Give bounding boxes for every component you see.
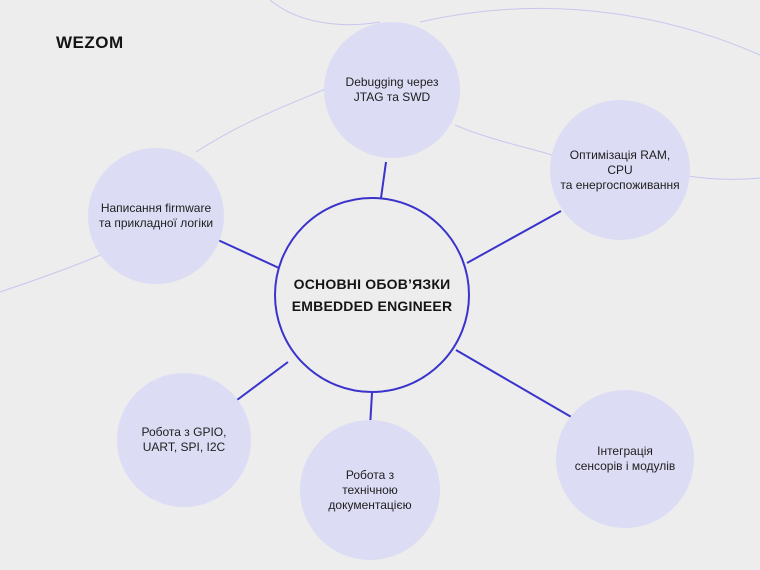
node-sensors-label: Інтеграція сенсорів і модулів [574,444,676,473]
node-gpio: Робота з GPIO, UART, SPI, I2C [117,373,251,507]
decor-curve [195,87,329,153]
wezom-logo: WEZOM [56,33,124,52]
connector-sensors [455,349,574,419]
connector-firmware [217,239,280,269]
connector-optimization [466,210,562,264]
node-optimization: Оптимізація RAM, CPU та енергоспоживання [550,100,690,240]
node-debugging-label: Debugging через JTAG та SWD [345,75,439,104]
node-optimization-label: Оптимізація RAM, CPU та енергоспоживання [560,147,680,192]
connector-gpio [236,361,289,401]
node-firmware: Написання firmware та прикладної логіки [88,148,224,284]
decor-curve [419,7,760,56]
node-debugging: Debugging через JTAG та SWD [324,22,460,158]
center-node: ОСНОВНІ ОБОВ’ЯЗКИ EMBEDDED ENGINEER [274,197,470,393]
node-firmware-label: Написання firmware та прикладної логіки [98,201,214,230]
node-gpio-label: Робота з GPIO, UART, SPI, I2C [141,425,227,454]
node-docs: Робота з технічною документацією [300,420,440,560]
decor-curve [269,0,381,26]
connector-debugging [380,161,387,199]
decor-curve [454,124,553,156]
node-sensors: Інтеграція сенсорів і модулів [556,390,694,528]
center-title-line1: ОСНОВНІ ОБОВ’ЯЗКИ [293,276,451,292]
decor-curve [687,175,760,180]
node-docs-label: Робота з технічною документацією [328,467,412,512]
center-title-line2: EMBEDDED ENGINEER [291,298,453,314]
